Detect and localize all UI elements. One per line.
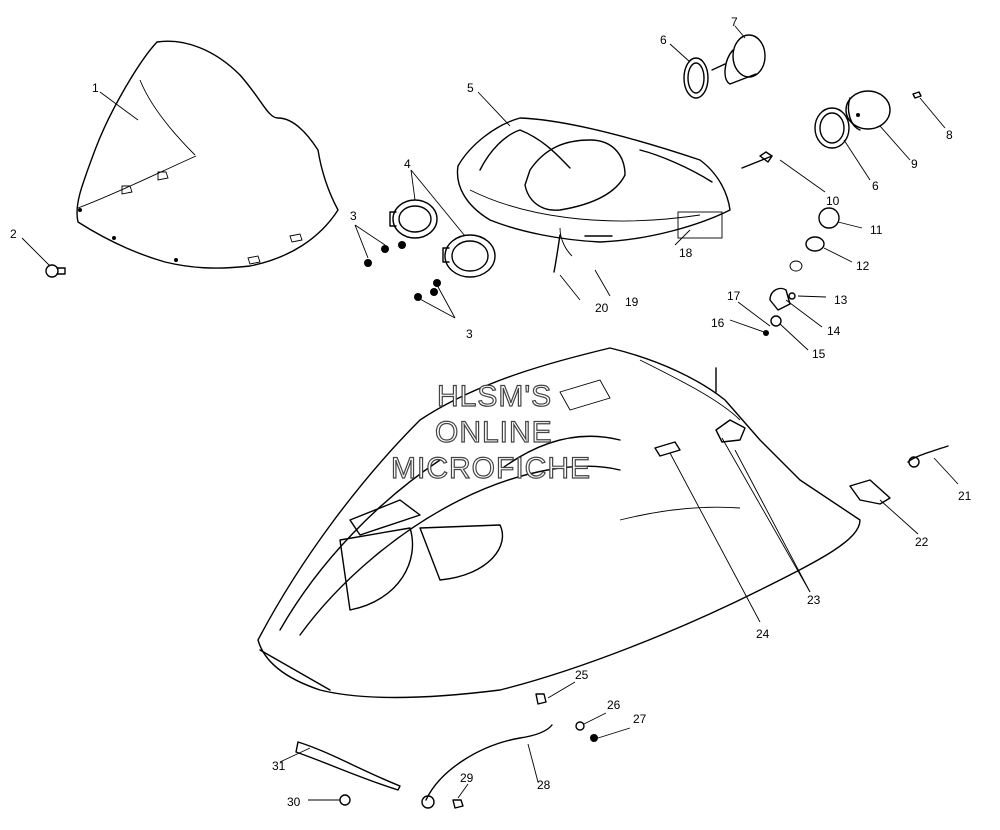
callout-labels: 1 2 3 3 4 5 6 6 7 8 9 10 11 12 13 14 15 … [10,15,972,809]
callout-7: 7 [731,15,738,29]
callout-6-upper: 6 [660,33,667,47]
watermark-line-2: ONLINE [435,416,553,449]
harness-parts [553,234,613,273]
watermark-line-3: MICROFICHE [391,452,591,485]
callout-5: 5 [467,81,474,95]
headlight-bezel-parts [389,199,496,278]
callout-1: 1 [92,81,99,95]
gauge-parts [683,34,922,252]
callout-21: 21 [958,489,972,503]
callout-24: 24 [756,627,770,641]
bracket-parts [763,260,803,336]
callout-4: 4 [404,157,411,171]
callout-23: 23 [807,593,821,607]
watermark-line-1: HLSM'S [437,380,552,413]
console-pod-part [456,117,731,257]
callout-16: 16 [711,316,725,330]
callout-31: 31 [272,759,286,773]
callout-3-upper: 3 [350,209,357,223]
cable-bracket-parts [849,445,949,505]
watermark: HLSM'S ONLINE MICROFICHE [390,379,591,485]
callout-22: 22 [915,535,929,549]
callout-3-lower: 3 [466,327,473,341]
callout-15: 15 [812,347,826,361]
callout-29: 29 [460,771,474,785]
callout-27: 27 [633,712,647,726]
leader-lines [21,25,959,801]
callout-30: 30 [287,795,301,809]
nut-parts [364,241,441,301]
callout-14: 14 [827,324,841,338]
callout-9: 9 [911,157,918,171]
callout-18: 18 [679,246,693,260]
callout-17: 17 [727,289,741,303]
windshield-part [76,40,339,269]
callout-26: 26 [607,698,621,712]
callout-2: 2 [10,227,17,241]
callout-20: 20 [595,301,609,315]
callout-19: 19 [625,295,639,309]
callout-6-lower: 6 [872,179,879,193]
lower-hardware-parts [295,693,598,809]
callout-28: 28 [537,778,551,792]
callout-11: 11 [870,223,883,237]
callout-25: 25 [575,668,589,682]
callout-13: 13 [834,293,848,307]
callout-12: 12 [856,259,870,273]
callout-8: 8 [946,128,953,142]
hood-part [257,347,861,699]
rivet-part [45,264,66,278]
callout-10: 10 [826,194,840,208]
